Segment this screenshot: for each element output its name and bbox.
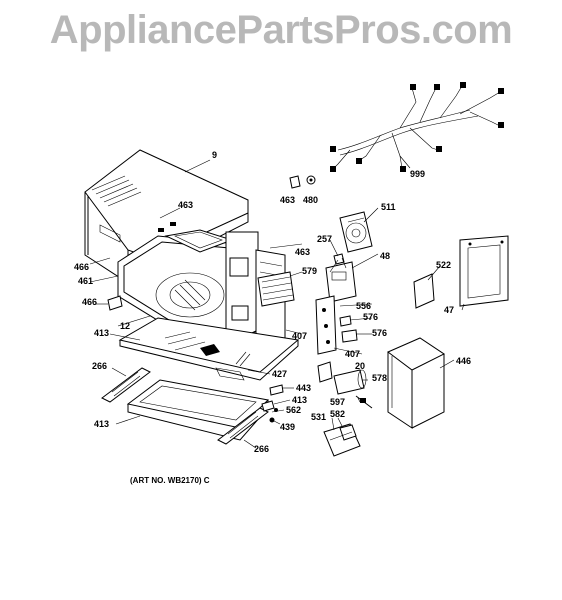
watermark-logo: AppliancePartsPros.com [49, 8, 513, 52]
enclosure-446[interactable] [387, 337, 445, 429]
callout-578: 578 [372, 373, 387, 383]
callout-480: 480 [303, 195, 318, 205]
callout-463: 463 [280, 195, 295, 205]
small-fasteners[interactable] [261, 384, 284, 423]
capacitor-578[interactable] [333, 369, 367, 395]
callout-439: 439 [280, 422, 295, 432]
callout-413: 413 [94, 419, 109, 429]
callout-47: 47 [444, 305, 454, 315]
callout-579: 579 [302, 266, 317, 276]
callout-48: 48 [380, 251, 390, 261]
callout-522: 522 [436, 260, 451, 270]
transformer[interactable] [323, 423, 361, 457]
base-tray[interactable] [126, 379, 270, 441]
rail-266-left[interactable] [101, 367, 151, 403]
callout-461: 461 [78, 276, 93, 286]
callout-427: 427 [272, 369, 287, 379]
callout-266: 266 [92, 361, 107, 371]
diode-597[interactable] [355, 395, 373, 409]
card-522[interactable] [413, 273, 435, 309]
wire-harness[interactable] [330, 82, 504, 172]
callout-511: 511 [381, 202, 396, 212]
callout-582: 582 [330, 409, 345, 419]
callout-413: 413 [94, 328, 109, 338]
callout-413: 413 [292, 395, 307, 405]
callout-9: 9 [212, 150, 217, 160]
rail-266-right[interactable] [217, 407, 269, 445]
callout-576: 576 [363, 312, 378, 322]
callout-463: 463 [295, 247, 310, 257]
outer-case-cover[interactable] [84, 149, 249, 284]
callout-999: 999 [410, 169, 425, 179]
callout-12: 12 [120, 321, 130, 331]
callout-562: 562 [286, 405, 301, 415]
callout-597: 597 [330, 397, 345, 407]
callout-443: 443 [296, 383, 311, 393]
short-wires [329, 257, 347, 273]
panel-47[interactable] [459, 235, 509, 307]
callout-466: 466 [82, 297, 97, 307]
callout-266: 266 [254, 444, 269, 454]
callout-407: 407 [345, 349, 360, 359]
oven-cavity[interactable] [117, 229, 259, 357]
callout-20: 20 [355, 361, 365, 371]
clip-466[interactable] [107, 295, 123, 311]
callout-466: 466 [74, 262, 89, 272]
callout-531: 531 [311, 412, 326, 422]
callout-576: 576 [372, 328, 387, 338]
bracket-48[interactable] [325, 261, 357, 303]
callout-labels: 9 463 463 480 999 511 257 463 48 579 522… [74, 150, 471, 454]
callout-407: 407 [292, 331, 307, 341]
callout-446: 446 [456, 356, 471, 366]
bottom-plate[interactable] [118, 317, 300, 381]
callout-556: 556 [356, 301, 371, 311]
callout-463: 463 [178, 200, 193, 210]
fan-motor-511[interactable] [339, 211, 373, 253]
leader-lines [89, 155, 465, 449]
callout-257: 257 [317, 234, 332, 244]
part-20[interactable] [317, 361, 333, 383]
top-knobs[interactable] [289, 175, 316, 189]
interlock-switches[interactable] [339, 315, 358, 343]
fan-motor-assembly[interactable] [257, 271, 295, 307]
art-number: (ART NO. WB2170) C [130, 476, 210, 485]
latch-board[interactable] [315, 295, 337, 355]
part-257[interactable] [333, 253, 345, 265]
